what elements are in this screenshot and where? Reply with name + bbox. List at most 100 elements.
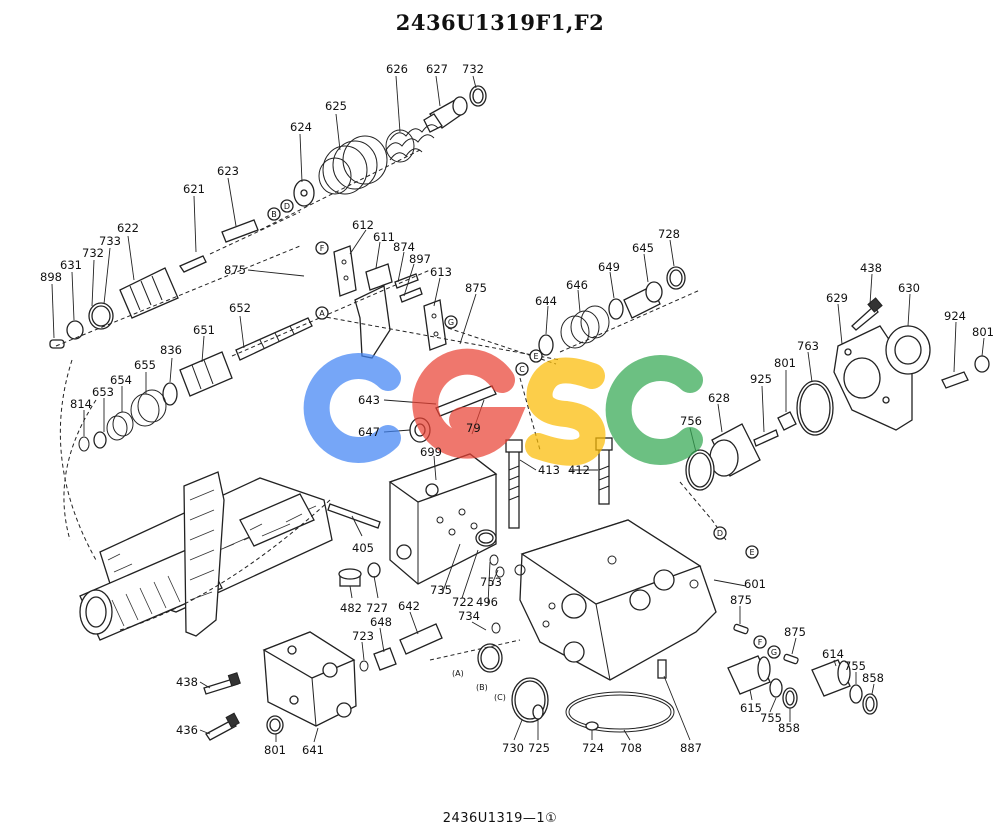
label-405: 405 [352, 541, 374, 555]
spring-646 [560, 305, 610, 349]
plug-628 [709, 423, 761, 477]
plug-614 [811, 659, 851, 697]
label-626: 626 [386, 62, 408, 76]
svg-text:G: G [448, 318, 454, 327]
bolt-438-bottom [203, 672, 241, 695]
label-699: 699 [420, 445, 442, 459]
cutaway-assembly [59, 359, 333, 641]
callout-g-top: G [444, 315, 458, 329]
svg-text:D: D [717, 529, 723, 538]
label-631: 631 [60, 258, 82, 272]
clip-814 [78, 436, 90, 452]
label-655: 655 [134, 358, 156, 372]
label-730: 730 [502, 741, 524, 755]
ring-724 [585, 721, 599, 731]
ring-small-seals [475, 529, 505, 673]
label-858-right: 858 [862, 671, 884, 685]
label-898: 898 [40, 270, 62, 284]
svg-text:A: A [319, 309, 325, 318]
watermark-letter-g [412, 348, 526, 459]
callout-e-right: E [745, 545, 759, 559]
label-708: 708 [620, 741, 642, 755]
label-624: 624 [290, 120, 312, 134]
part-labels: 626 627 732 625 624 623 621 622 733 732 … [40, 62, 994, 757]
label-629: 629 [826, 291, 848, 305]
label-925: 925 [750, 372, 772, 386]
svg-text:E: E [749, 548, 754, 557]
label-801-right: 801 [972, 325, 994, 339]
pin-898 [49, 339, 65, 349]
label-621: 621 [183, 182, 205, 196]
label-482: 482 [340, 601, 362, 615]
label-753: 753 [480, 575, 502, 589]
label-653: 653 [92, 385, 114, 399]
plate-630 [885, 325, 931, 375]
label-613: 613 [430, 265, 452, 279]
plug-645 [623, 281, 663, 319]
callout-c: C [515, 362, 529, 376]
callout-d-right: D [713, 526, 727, 540]
label-755-left: 755 [760, 711, 782, 725]
svg-text:(A): (A) [452, 669, 464, 678]
label-438-top: 438 [860, 261, 882, 275]
bolt-405 [327, 503, 381, 529]
ring-723 [359, 660, 369, 672]
plug-482 [338, 568, 362, 587]
label-924: 924 [944, 309, 966, 323]
spring-655 [130, 389, 167, 427]
bolt-436 [205, 712, 240, 741]
plug-801-bottom [266, 715, 284, 735]
label-732-left: 732 [82, 246, 104, 260]
label-875-mid: 875 [465, 281, 487, 295]
ring-728 [666, 266, 686, 290]
label-601: 601 [744, 577, 766, 591]
bolt-438-top [851, 297, 883, 331]
label-763: 763 [797, 339, 819, 353]
label-644: 644 [535, 294, 557, 308]
label-412: 412 [568, 463, 590, 477]
section-marks: (A) (B) (C) [452, 669, 506, 702]
label-496: 496 [476, 595, 498, 609]
ring-733 [88, 302, 114, 330]
ring-756 [685, 449, 715, 491]
svg-text:F: F [758, 638, 763, 647]
block-699 [388, 453, 498, 585]
watermark-letter-c2 [605, 355, 703, 465]
label-875-left: 875 [224, 263, 246, 277]
ring-725 [532, 704, 544, 720]
callout-markers: A B C D D E E F F G G [267, 199, 781, 659]
label-611: 611 [373, 230, 395, 244]
ring-708 [565, 691, 675, 733]
label-858-left: 858 [778, 721, 800, 735]
callout-f-top: F [315, 241, 329, 255]
diagram-footer: 2436U1319—1① [442, 811, 558, 826]
label-735: 735 [430, 583, 452, 597]
plate-613 [423, 299, 447, 351]
label-647: 647 [358, 425, 380, 439]
leader-lines [51, 75, 985, 743]
label-727: 727 [366, 601, 388, 615]
svg-text:(C): (C) [494, 693, 506, 702]
label-438-bottom: 438 [176, 675, 198, 689]
label-627: 627 [426, 62, 448, 76]
pin-887 [657, 659, 667, 679]
label-643: 643 [358, 393, 380, 407]
label-801-bottom: 801 [264, 743, 286, 757]
label-652: 652 [229, 301, 251, 315]
label-436: 436 [176, 723, 198, 737]
nut-801 [777, 411, 797, 431]
label-728: 728 [658, 227, 680, 241]
watermark [303, 348, 703, 466]
svg-text:B: B [271, 210, 277, 219]
label-801-mid: 801 [774, 356, 796, 370]
label-755-right: 755 [844, 659, 866, 673]
washer-649 [608, 298, 624, 320]
watermark-letter-s [525, 357, 606, 466]
plug-801-right [974, 355, 990, 373]
label-622: 622 [117, 221, 139, 235]
screw-925 [753, 429, 779, 447]
pin-623 [221, 219, 259, 243]
label-630: 630 [898, 281, 920, 295]
